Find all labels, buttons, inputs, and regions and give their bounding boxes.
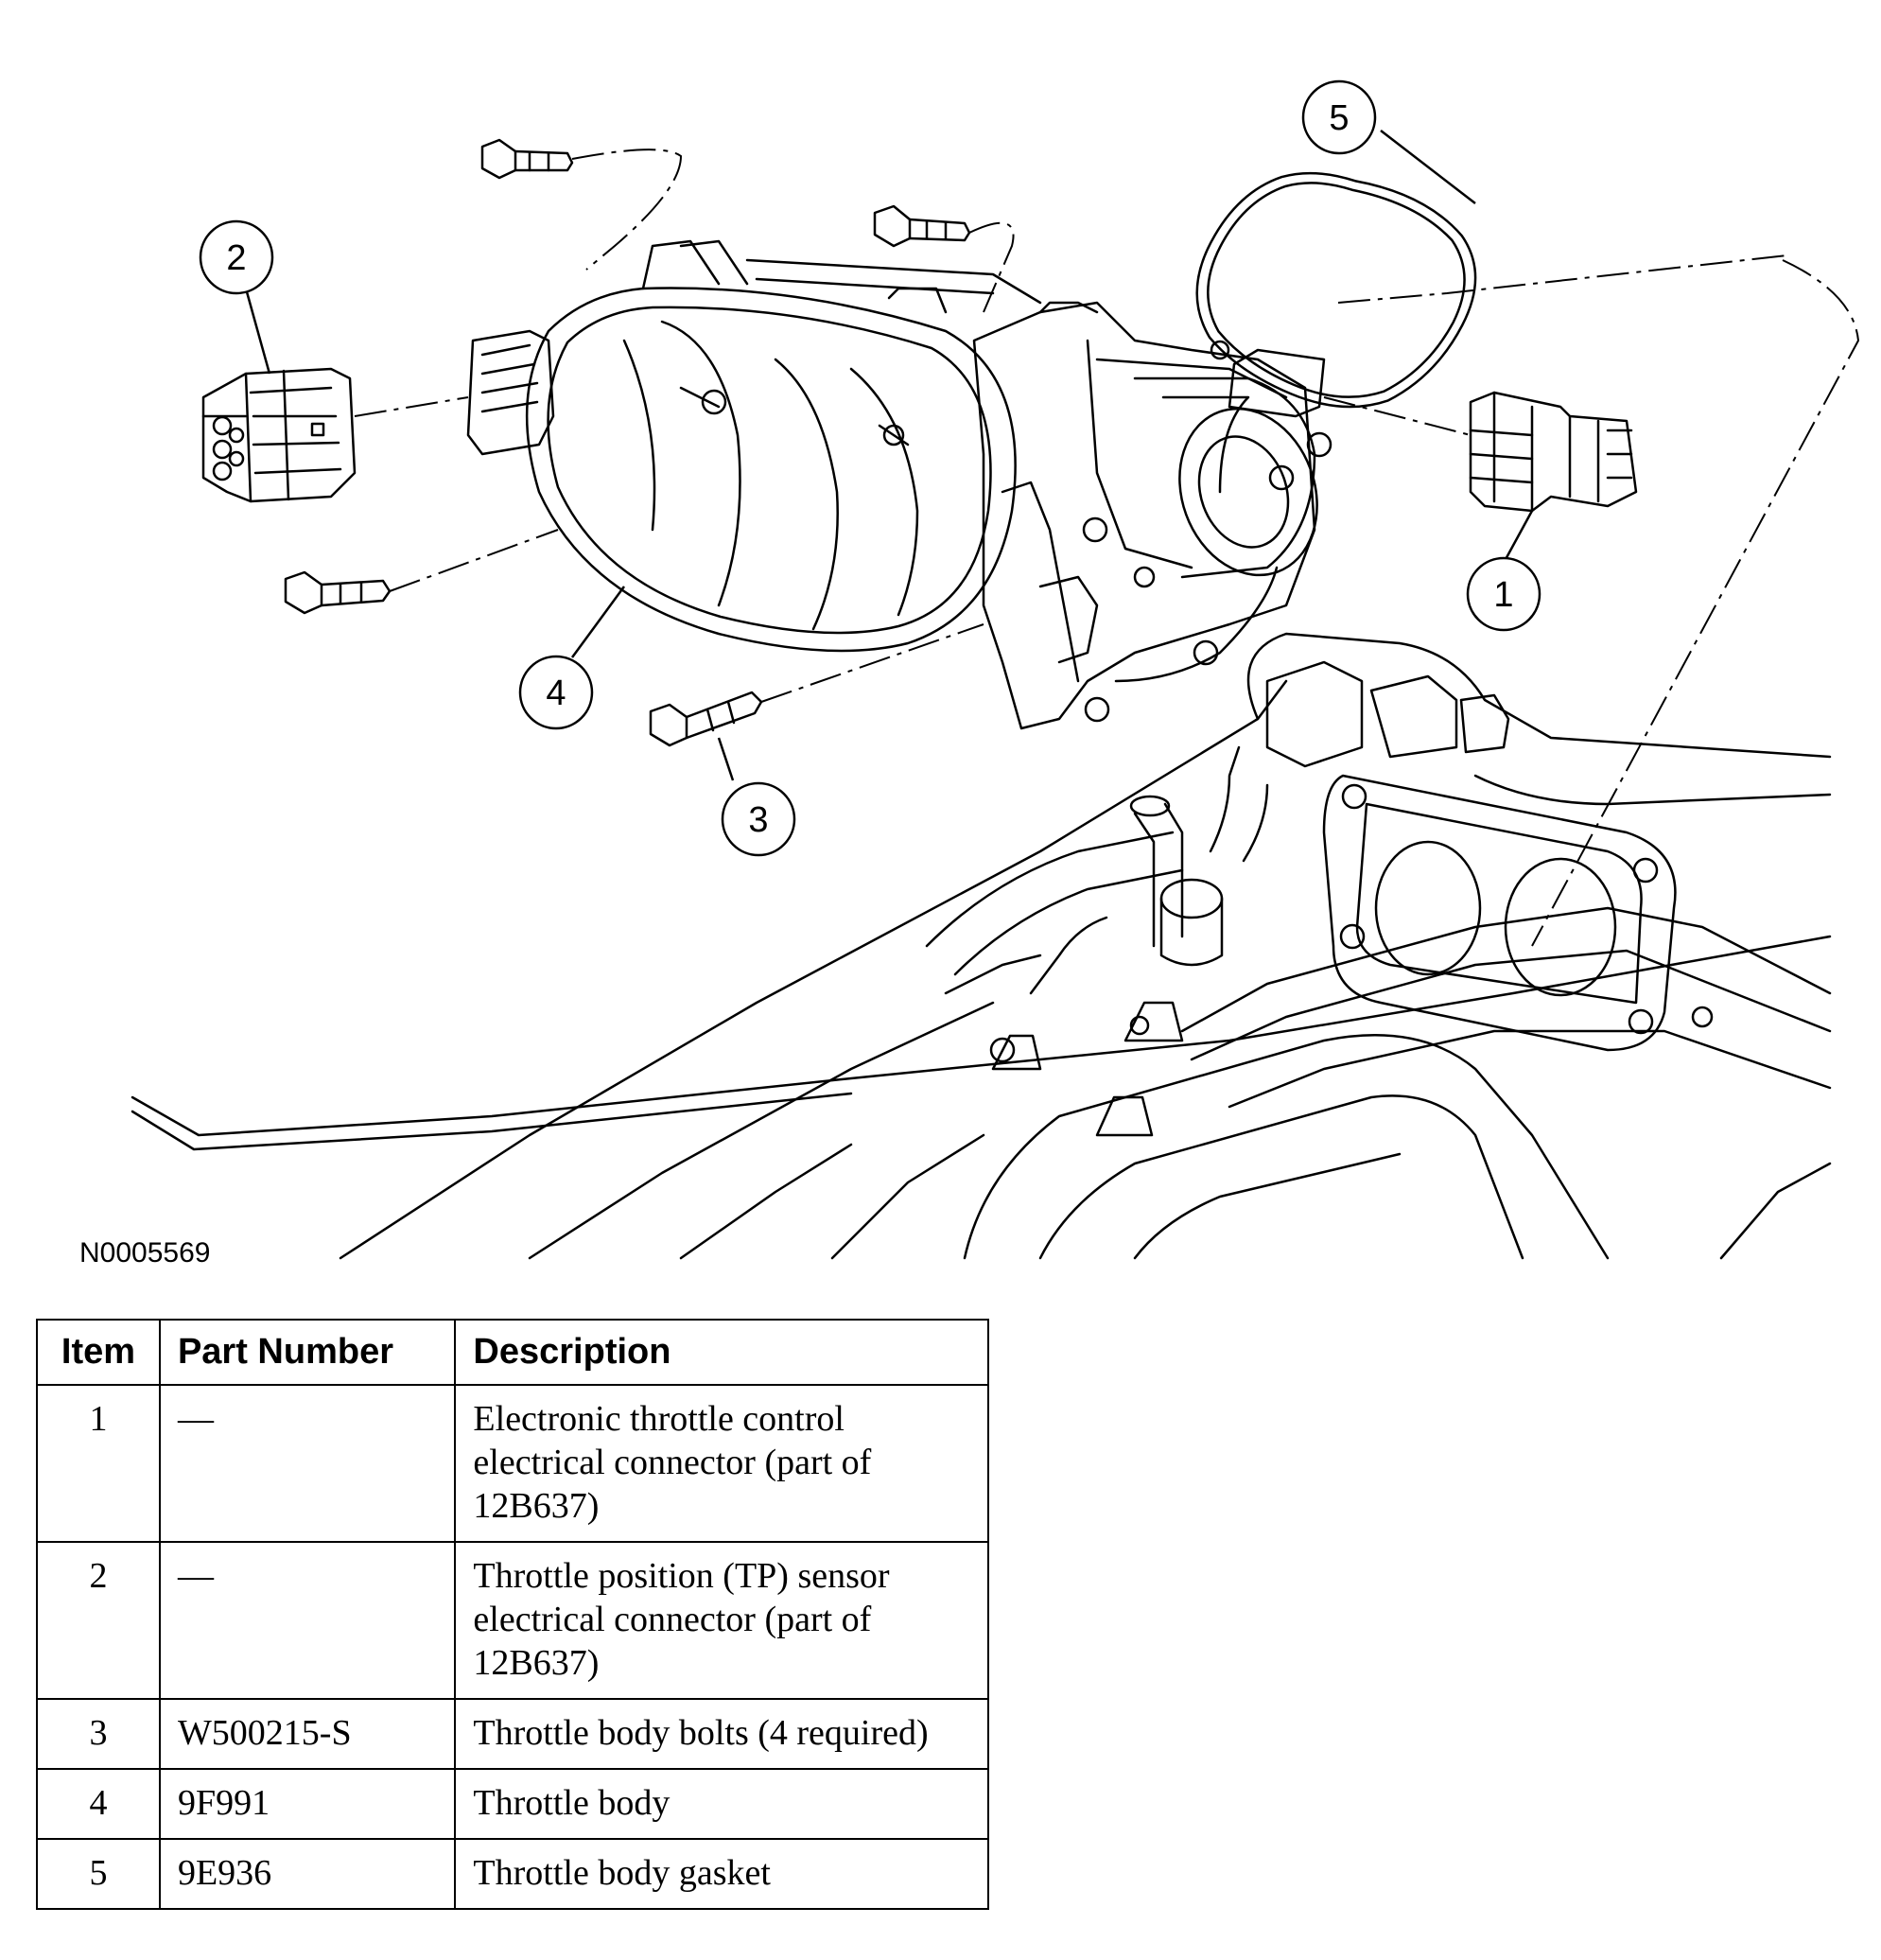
cell-item: 5: [36, 1838, 161, 1910]
cell-item: 1: [36, 1384, 161, 1543]
svg-text:1: 1: [1493, 575, 1513, 615]
cell-description: Throttle body bolts (4 required): [454, 1698, 989, 1770]
tp-sensor-electrical-connector: [201, 367, 357, 503]
header-item: Item: [36, 1319, 161, 1386]
throttle-body: [466, 239, 1332, 730]
header-part-number: Part Number: [158, 1319, 457, 1386]
assembly-lines: [354, 149, 1860, 947]
table-row: 5 9E936 Throttle body gasket: [36, 1838, 989, 1910]
callout-4: 4: [518, 655, 594, 730]
cell-part-number: W500215-S: [158, 1698, 457, 1770]
callout-2: 2: [199, 219, 274, 295]
cell-part-number: —: [158, 1541, 457, 1700]
figure-id: N0005569: [79, 1237, 211, 1269]
cell-description: Throttle body gasket: [454, 1838, 989, 1910]
table-row: 3 W500215-S Throttle body bolts (4 requi…: [36, 1698, 989, 1770]
table-header-row: Item Part Number Description: [36, 1319, 989, 1386]
exploded-view-diagram: 5 2 1 4 3: [131, 79, 1860, 1260]
cell-description: Electronic throttle control electrical c…: [454, 1384, 989, 1543]
cell-item: 2: [36, 1541, 161, 1700]
intake-manifold: [131, 632, 1832, 1260]
header-description: Description: [454, 1319, 989, 1386]
cell-item: 4: [36, 1768, 161, 1840]
table-row: 1 — Electronic throttle control electric…: [36, 1384, 989, 1543]
callout-5: 5: [1301, 79, 1377, 155]
throttle-body-bolts: [284, 138, 971, 747]
cell-part-number: 9E936: [158, 1838, 457, 1910]
parts-table: Item Part Number Description 1 — Electro…: [36, 1319, 989, 1910]
callout-1: 1: [1466, 556, 1541, 632]
callout-leaders: [244, 130, 1534, 781]
svg-text:3: 3: [748, 800, 768, 840]
svg-text:4: 4: [546, 674, 566, 713]
etc-electrical-connector: [1469, 391, 1638, 513]
cell-description: Throttle body: [454, 1768, 989, 1840]
cell-part-number: 9F991: [158, 1768, 457, 1840]
table-row: 2 — Throttle position (TP) sensor electr…: [36, 1541, 989, 1700]
callout-3: 3: [721, 781, 796, 857]
cell-item: 3: [36, 1698, 161, 1770]
table-row: 4 9F991 Throttle body: [36, 1768, 989, 1840]
svg-text:5: 5: [1329, 98, 1349, 138]
throttle-body-gasket: [1195, 171, 1477, 409]
cell-part-number: —: [158, 1384, 457, 1543]
cell-description: Throttle position (TP) sensor electrical…: [454, 1541, 989, 1700]
svg-text:2: 2: [226, 238, 246, 278]
